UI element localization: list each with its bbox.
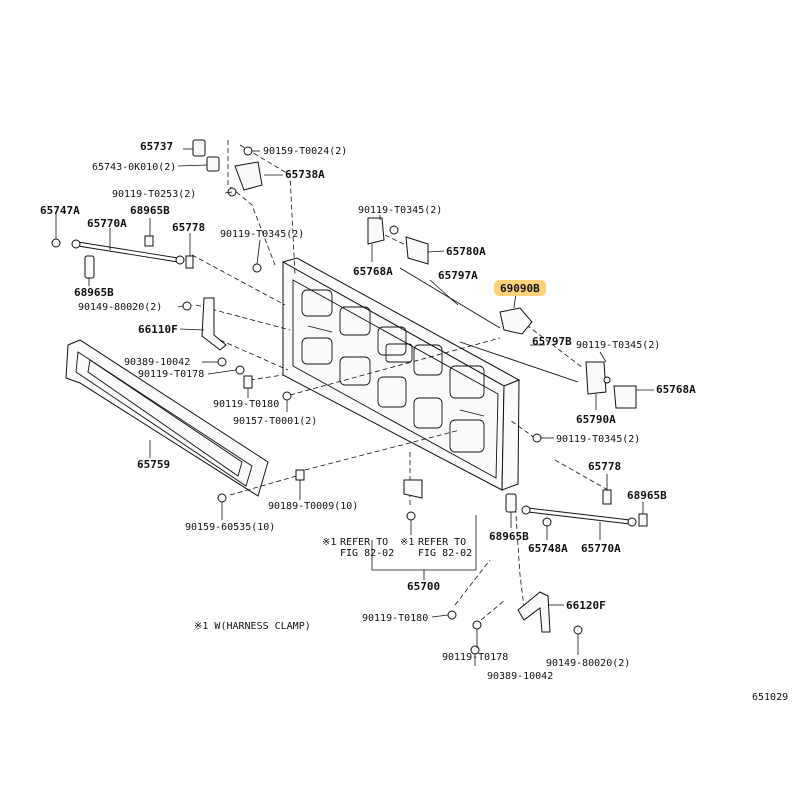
label-65778-left[interactable]: 65778	[172, 221, 205, 234]
refer-left-mark: ※1	[322, 537, 336, 548]
label-90119-t0178-bottom[interactable]: 90119-T0178	[442, 652, 508, 663]
label-90119-t0345-upper[interactable]: 90119-T0345(2)	[220, 229, 304, 240]
label-90189-t0009[interactable]: 90189-T0009(10)	[268, 501, 358, 512]
label-66110f[interactable]: 66110F	[138, 323, 178, 336]
label-65768a-right[interactable]: 65768A	[656, 383, 696, 396]
label-90149-80020-bottom[interactable]: 90149-80020(2)	[546, 658, 630, 669]
label-65797a[interactable]: 65797A	[438, 269, 478, 282]
label-65770a-left[interactable]: 65770A	[87, 217, 127, 230]
refer-right-line1: REFER TO	[418, 537, 466, 548]
label-90119-t0345-topright[interactable]: 90119-T0345(2)	[358, 205, 442, 216]
diagram-id: 651029	[752, 692, 788, 703]
label-65743-0k010[interactable]: 65743-0K010(2)	[92, 162, 176, 173]
label-65737[interactable]: 65737	[140, 140, 173, 153]
label-90119-t0180-left[interactable]: 90119-T0180	[213, 399, 279, 410]
highlight-marker	[494, 280, 546, 296]
refer-right-line2: FIG 82-02	[418, 548, 472, 559]
label-90149-80020-left[interactable]: 90149-80020(2)	[78, 302, 162, 313]
footnote-harness-clamp: ※1 W(HARNESS CLAMP)	[194, 621, 311, 632]
label-90119-t0345-lower[interactable]: 90119-T0345(2)	[556, 434, 640, 445]
label-65748a[interactable]: 65748A	[528, 542, 568, 555]
label-65790a[interactable]: 65790A	[576, 413, 616, 426]
label-90389-10042-left[interactable]: 90389-10042	[124, 357, 190, 368]
label-90119-t0178-left[interactable]: 90119-T0178	[138, 369, 204, 380]
label-90159-t0024[interactable]: 90159-T0024(2)	[263, 146, 347, 157]
label-66120f[interactable]: 66120F	[566, 599, 606, 612]
label-90159-60535[interactable]: 90159-60535(10)	[185, 522, 275, 533]
label-68965b-bottom[interactable]: 68965B	[489, 530, 529, 543]
tailgate-panel	[281, 257, 521, 491]
label-68965b-right[interactable]: 68965B	[627, 489, 667, 502]
label-90119-t0180-bottom[interactable]: 90119-T0180	[362, 613, 428, 624]
label-90157-t0001[interactable]: 90157-T0001(2)	[233, 416, 317, 427]
refer-right-mark: ※1	[400, 537, 414, 548]
refer-left-line2: FIG 82-02	[340, 548, 394, 559]
label-65770a-right[interactable]: 65770A	[581, 542, 621, 555]
label-90119-t0345-right[interactable]: 90119-T0345(2)	[576, 340, 660, 351]
label-65797b[interactable]: 65797B	[532, 335, 572, 348]
cables	[71, 239, 637, 527]
refer-left-line1: REFER TO	[340, 537, 388, 548]
hardware-parts	[51, 139, 648, 655]
label-65778-right[interactable]: 65778	[588, 460, 621, 473]
label-65747a[interactable]: 65747A	[40, 204, 80, 217]
liner-panel-65759	[65, 339, 269, 497]
part-labels: 65737 65743-0K010(2) 90159-T0024(2) 6573…	[40, 140, 788, 703]
label-65700[interactable]: 65700	[407, 580, 440, 593]
label-68965b-top[interactable]: 68965B	[130, 204, 170, 217]
label-65759[interactable]: 65759	[137, 458, 170, 471]
label-90389-10042-bottom[interactable]: 90389-10042	[487, 671, 553, 682]
label-65768a-top[interactable]: 65768A	[353, 265, 393, 278]
label-65780a[interactable]: 65780A	[446, 245, 486, 258]
label-68965b-left[interactable]: 68965B	[74, 286, 114, 299]
label-69090b-highlighted[interactable]: 69090B	[500, 282, 540, 295]
label-65738a[interactable]: 65738A	[285, 168, 325, 181]
label-90119-t0253[interactable]: 90119-T0253(2)	[112, 189, 196, 200]
